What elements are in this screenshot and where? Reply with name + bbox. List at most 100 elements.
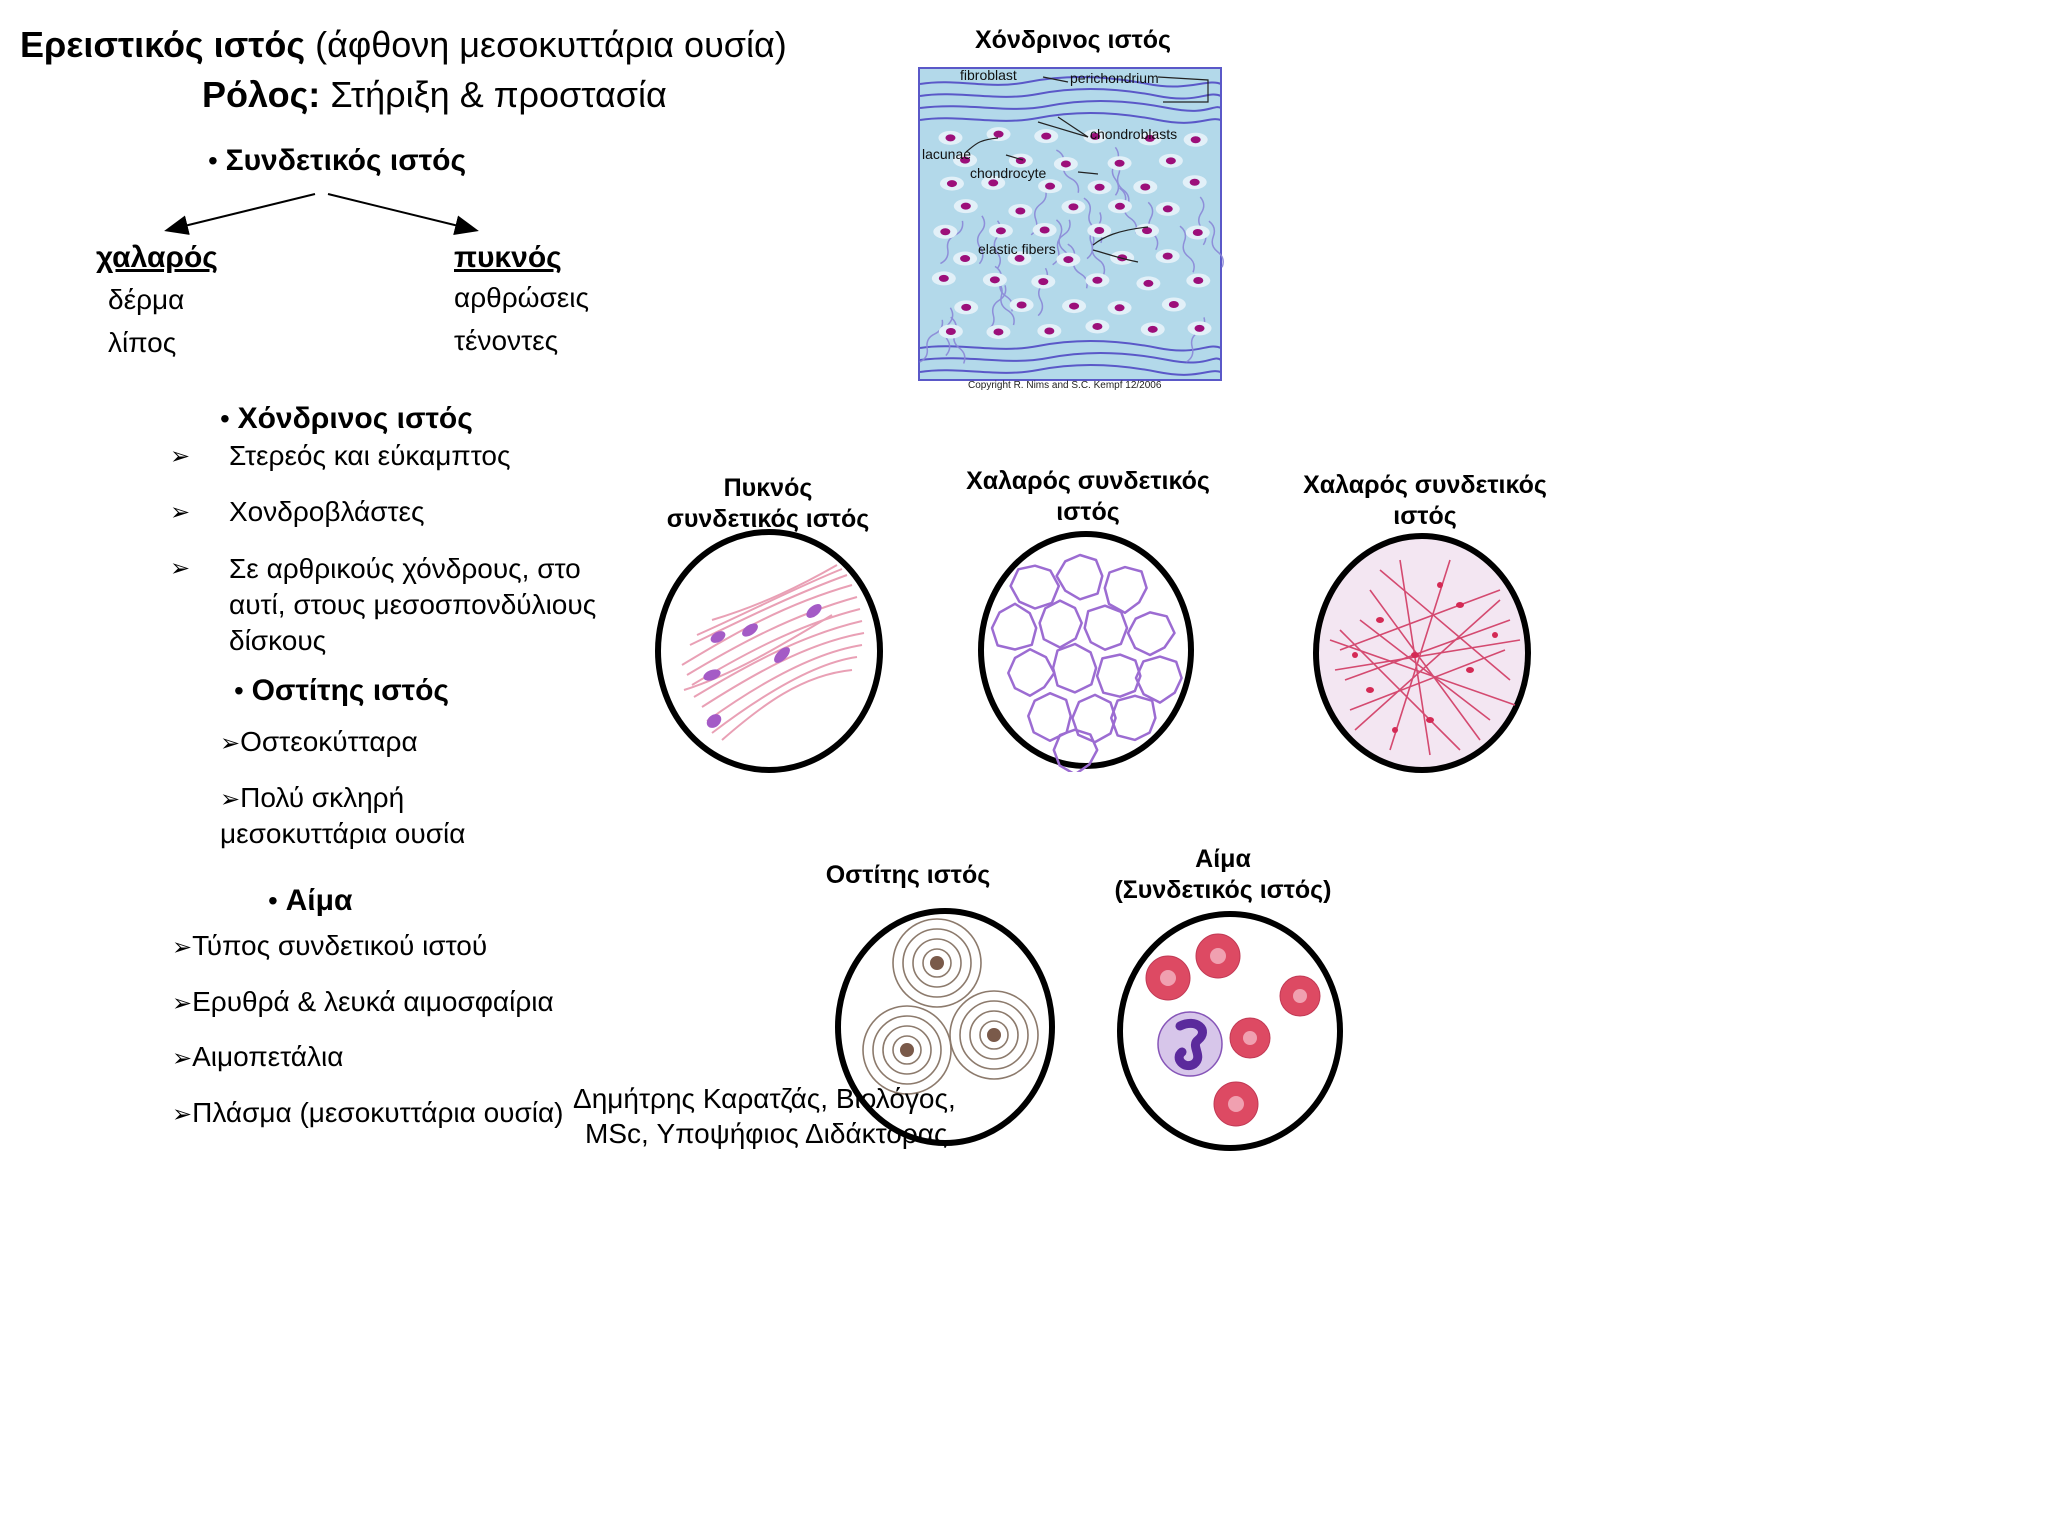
- cell-nucleus: [1041, 132, 1052, 140]
- cell-nucleus: [1044, 327, 1055, 335]
- cell-nucleus: [960, 202, 971, 210]
- micrograph-bone: [835, 908, 1055, 1146]
- bone-item-1: ➢Οστεοκύτταρα: [220, 726, 418, 758]
- micrograph-dense: [655, 529, 883, 773]
- cell-nucleus: [1015, 207, 1026, 215]
- loose-item-skin: δέρμα: [108, 284, 185, 315]
- label-lacunae: lacunae: [922, 146, 971, 162]
- loose-label: χαλαρός: [96, 241, 218, 274]
- loose-item-fat: λίπος: [108, 327, 177, 358]
- caption-blood: Αίμα (Συνδετικός ιστός): [1098, 844, 1348, 906]
- chondrocyte: [1155, 249, 1180, 264]
- cell-nucleus: [1142, 227, 1153, 235]
- elastic-fiber: [1056, 149, 1080, 193]
- chondrocyte: [953, 199, 978, 214]
- blood-item-text: Ερυθρά & λευκά αιμοσφαίρια: [192, 986, 554, 1017]
- chondrocyte: [1034, 129, 1059, 144]
- role-label: Ρόλος:: [202, 74, 321, 115]
- bone-heading: • Οστίτης ιστός: [234, 674, 449, 708]
- label-chondrocyte: chondrocyte: [970, 165, 1046, 181]
- bone-item-text: Πολύ σκληρή: [240, 782, 405, 813]
- cell-nucleus: [1143, 279, 1154, 287]
- chondrocyte: [1085, 273, 1110, 288]
- adipocyte: [990, 602, 1038, 651]
- arrow-to-dense: [327, 193, 479, 235]
- caption-line: Χαλαρός συνδετικός: [966, 467, 1210, 495]
- bone-heading-text: Οστίτης ιστός: [251, 674, 449, 707]
- arrow-bullet-icon: ➢: [220, 786, 241, 813]
- chondrocyte: [953, 251, 978, 266]
- cell-nucleus: [1114, 159, 1125, 167]
- chondrocyte: [933, 224, 958, 239]
- bullet: •: [220, 403, 230, 434]
- chondrocyte: [1187, 321, 1212, 336]
- chondrocyte: [1155, 201, 1180, 216]
- chondrocyte: [1136, 276, 1161, 291]
- cell-nucleus: [1162, 252, 1173, 260]
- micrograph-border: [1313, 533, 1531, 773]
- caption-loose-adipose: Χαλαρός συνδετικός ιστός: [948, 466, 1228, 528]
- cell-nucleus: [1069, 302, 1080, 310]
- chondrocyte: [1087, 223, 1112, 238]
- adipocyte: [1126, 611, 1176, 657]
- chondrocyte: [1062, 299, 1087, 314]
- arrow-bullet-icon: ➢: [172, 1101, 193, 1128]
- label-perichondrium: perichondrium: [1070, 70, 1159, 86]
- adipocyte-walls: [990, 553, 1183, 772]
- caption-line: (Συνδετικός ιστός): [1114, 876, 1332, 904]
- dense-label: πυκνός: [454, 241, 562, 274]
- caption-loose-areolar: Χαλαρός συνδετικός ιστός: [1290, 470, 1560, 532]
- connective-heading-text: Συνδετικός ιστός: [225, 144, 467, 177]
- arrow-bullet-icon: ➢: [170, 443, 191, 470]
- adipocyte: [1052, 728, 1099, 772]
- role-text: Στήριξη & προστασία: [330, 74, 667, 115]
- cell-nucleus: [961, 303, 972, 311]
- elastic-fiber: [940, 220, 964, 265]
- caption-bone: Οστίτης ιστός: [800, 860, 1016, 891]
- page-title: Ερειστικός ιστός (άφθονη μεσοκυττάρια ου…: [20, 24, 787, 66]
- adipocyte: [1109, 694, 1157, 742]
- fibroblast-nuclei: [703, 604, 822, 728]
- chondrocyte: [1007, 251, 1032, 266]
- cell-nucleus: [1094, 183, 1105, 191]
- chondrocyte: [1037, 323, 1062, 338]
- label-elastic-fibers: elastic fibers: [978, 241, 1056, 257]
- areolar-cells: [1352, 582, 1498, 733]
- cell-nucleus: [1016, 301, 1027, 309]
- cell-nucleus: [1189, 178, 1200, 186]
- chondrocyte: [1107, 156, 1132, 171]
- cell-nucleus: [945, 327, 956, 335]
- cartilage-item: Στερεός και εύκαμπτος: [229, 440, 511, 471]
- cell-nucleus: [1168, 300, 1179, 308]
- blood-item: ➢Αιμοπετάλια: [172, 1041, 343, 1073]
- elastic-fiber: [995, 279, 1015, 326]
- caption-line: συνδετικός ιστός: [666, 505, 870, 533]
- cell-nucleus: [993, 130, 1004, 138]
- chondrocyte: [1183, 132, 1208, 147]
- cell-nucleus: [1194, 324, 1205, 332]
- areolar-fibers: [1329, 559, 1521, 756]
- cell-nucleus: [1192, 228, 1203, 236]
- chondrocyte: [1085, 319, 1110, 334]
- cell-nucleus: [1045, 182, 1056, 190]
- cell-nucleus: [1092, 276, 1103, 284]
- micrograph-blood: [1117, 911, 1343, 1151]
- micrograph-loose-areolar: [1313, 533, 1531, 773]
- bullet: •: [234, 675, 244, 706]
- chondrocyte: [953, 153, 978, 168]
- chondrocyte: [931, 271, 956, 286]
- elastic-fiber: [987, 285, 1007, 331]
- arrow-bullet-icon: ➢: [172, 990, 193, 1017]
- chondrocyte: [938, 324, 963, 339]
- cartilage-item-3-line: Σε αρθρικούς χόνδρους, στο: [229, 553, 581, 584]
- haversian-canals: [900, 956, 1001, 1057]
- blood-item-text: Πλάσμα (μεσοκυττάρια ουσία): [192, 1097, 564, 1128]
- arrow-bullet-icon: ➢: [220, 730, 241, 757]
- bone-item-text: Οστεοκύτταρα: [240, 726, 418, 757]
- arrow-to-loose: [164, 193, 316, 235]
- chondrocyte: [1008, 203, 1033, 218]
- dense-item-joints: αρθρώσεις: [454, 282, 589, 313]
- chondrocyte: [1186, 273, 1211, 288]
- chondrocyte: [1087, 180, 1112, 195]
- cell-nucleus: [995, 227, 1006, 235]
